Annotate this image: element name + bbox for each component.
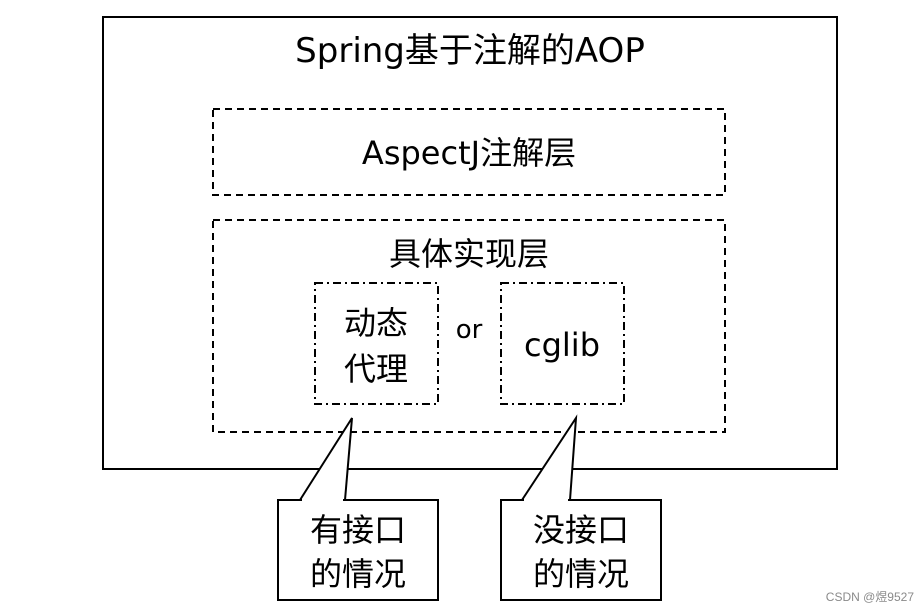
- watermark: CSDN @煜9527: [825, 590, 914, 604]
- callout-no-interface-box: [500, 499, 662, 601]
- callout-interface-box: [277, 499, 439, 601]
- aspectj-layer-label: AspectJ注解层: [362, 134, 576, 172]
- dynamic-proxy-box: [314, 282, 439, 405]
- callout-no-interface-line2: 的情况: [533, 555, 629, 593]
- callout-interface-line2: 的情况: [310, 555, 406, 593]
- dynamic-proxy-line2: 代理: [344, 350, 408, 388]
- impl-layer-label: 具体实现层: [389, 235, 549, 273]
- callout-no-interface-line1: 没接口: [533, 511, 629, 549]
- callout-interface-pointer: [298, 417, 353, 501]
- cglib-label: cglib: [524, 326, 600, 364]
- callout-interface-line1: 有接口: [310, 511, 406, 549]
- diagram-title: Spring基于注解的AOP: [295, 31, 645, 71]
- aspectj-layer-box: [212, 108, 726, 196]
- impl-layer-box: [212, 219, 726, 433]
- dynamic-proxy-line1: 动态: [344, 304, 408, 342]
- outer-frame: [102, 16, 838, 470]
- callout-no-interface-pointer: [520, 414, 578, 501]
- or-connector: or: [456, 315, 483, 345]
- cglib-box: [500, 282, 625, 405]
